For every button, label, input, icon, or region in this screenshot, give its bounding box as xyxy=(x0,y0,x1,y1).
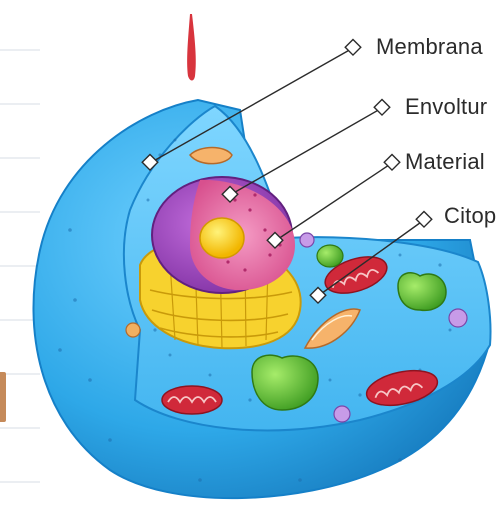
label-membrane: Membrana xyxy=(376,34,483,60)
nucleolus xyxy=(200,218,244,258)
label-envelope: Envoltur xyxy=(405,94,487,120)
vacuole-small xyxy=(317,245,343,267)
red-pointer-marker xyxy=(187,14,196,81)
vacuole-large xyxy=(252,355,318,410)
golgi-top xyxy=(190,148,232,164)
label-material: Material xyxy=(405,149,485,175)
label-cytoplasm: Citop xyxy=(444,203,496,229)
mitochondrion-2 xyxy=(162,386,222,414)
vacuole-right xyxy=(398,273,446,311)
